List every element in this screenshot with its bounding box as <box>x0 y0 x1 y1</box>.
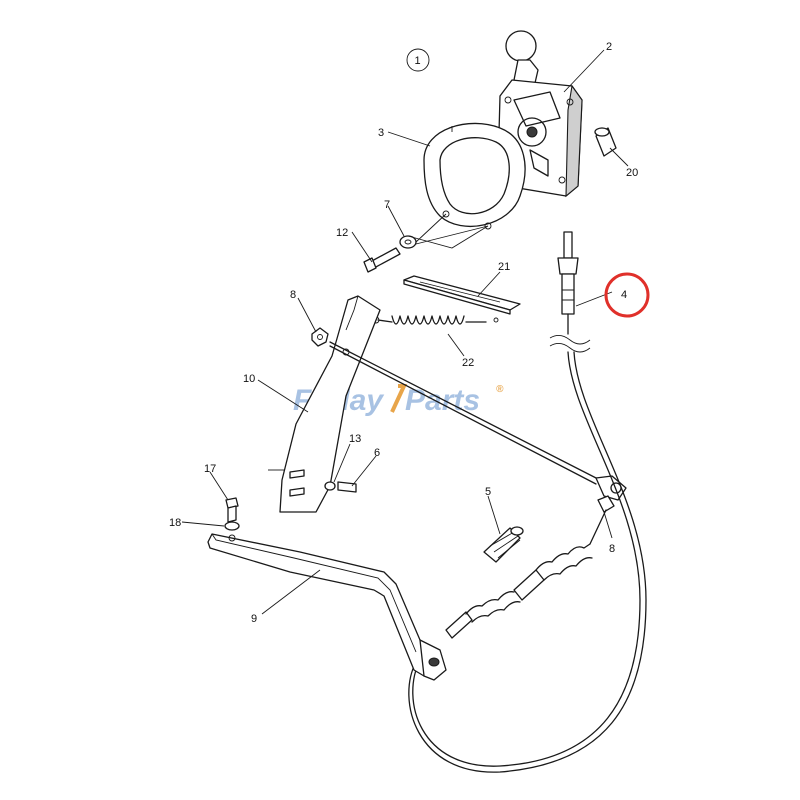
callout-18: 18 <box>169 517 181 529</box>
bolt-17-washer-18 <box>224 497 240 531</box>
callout-10: 10 <box>243 373 255 385</box>
callout-13: 13 <box>349 433 361 445</box>
callout-circle-icon <box>406 48 430 72</box>
gasket-inner <box>439 137 510 215</box>
lower-bracket <box>207 533 447 681</box>
callout-1: 1 <box>415 55 421 67</box>
callout-17: 17 <box>204 463 216 475</box>
housing-nut <box>526 126 538 138</box>
callout-8-upper: 8 <box>290 289 296 301</box>
rod-end <box>595 475 627 513</box>
housing-side <box>565 84 583 198</box>
callout-21: 21 <box>498 261 510 273</box>
rubber-boot <box>483 526 524 563</box>
watermark-right: Parts <box>405 384 480 417</box>
callout-7: 7 <box>384 199 390 211</box>
watermark-swoosh-icon <box>390 384 408 413</box>
bolt-washer-13-6 <box>324 481 357 493</box>
bracket-plate <box>403 275 521 323</box>
linkage-rod <box>329 341 601 481</box>
control-cable <box>408 231 647 773</box>
lever-knob <box>505 30 537 62</box>
pedal-arm-body <box>279 295 381 513</box>
cable-bellows <box>445 509 607 639</box>
callout-9: 9 <box>251 613 257 625</box>
callout-labels: 1 2 3 4 5 6 7 8 8 9 10 12 13 17 18 20 21… <box>169 41 650 625</box>
callout-3: 3 <box>378 127 384 139</box>
tension-spring <box>372 315 487 325</box>
callout-5: 5 <box>485 486 491 498</box>
washer-bolt <box>363 213 489 273</box>
watermark-reg: ® <box>496 384 504 395</box>
callout-22: 22 <box>462 357 474 369</box>
callout-6: 6 <box>374 447 380 459</box>
callout-4: 4 <box>621 289 627 301</box>
nut-upper <box>311 327 329 347</box>
gasket-ring <box>423 122 526 230</box>
bushing <box>594 127 617 157</box>
callout-12: 12 <box>336 227 348 239</box>
highlight-circle <box>604 272 650 318</box>
pedal-arm <box>268 295 381 513</box>
callout-8-lower: 8 <box>609 543 615 555</box>
callout-20: 20 <box>626 167 638 179</box>
callout-2: 2 <box>606 41 612 53</box>
housing-gate <box>513 91 561 127</box>
